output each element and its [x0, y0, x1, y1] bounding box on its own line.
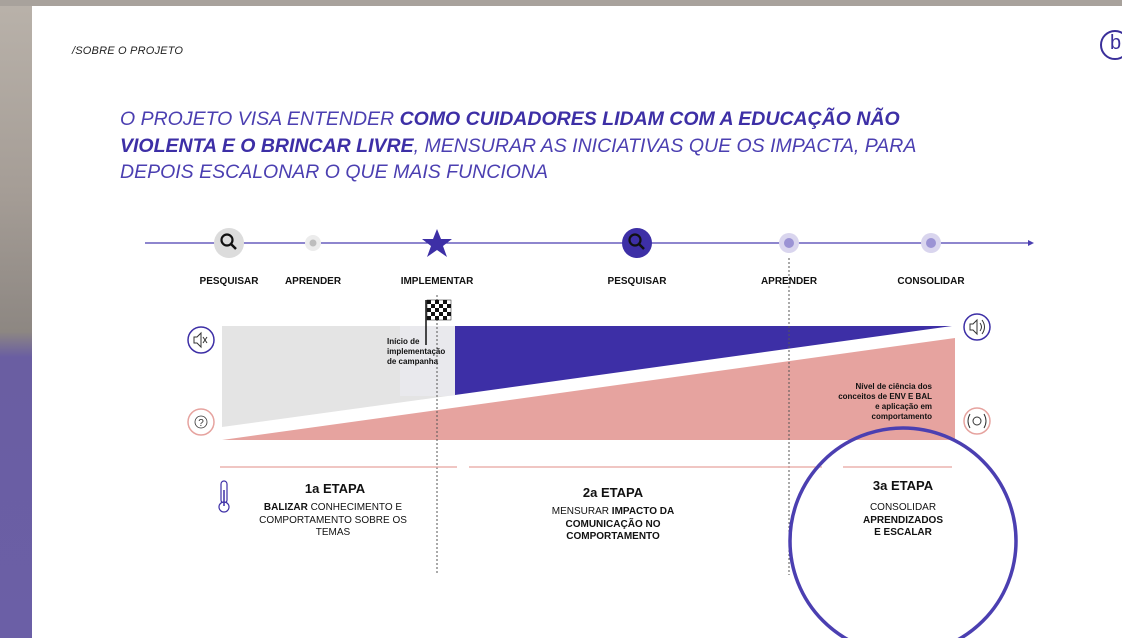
- grey-knowledge-area: [222, 326, 455, 427]
- presentation-slide: [32, 6, 1122, 638]
- step-label-pesquisar-2: PESQUISAR: [607, 276, 667, 287]
- pink-behavior-area: [222, 338, 955, 440]
- hearing-icon: [963, 407, 991, 435]
- background-top: [0, 0, 1122, 6]
- svg-text:?: ?: [198, 418, 204, 429]
- stage-3-description: CONSOLIDAR APRENDIZADOS E ESCALAR: [863, 502, 944, 538]
- search-icon: [214, 228, 244, 258]
- science-level-note: Nível de ciência dos conceitos de ENV E …: [838, 382, 932, 421]
- headline-bold: COMO CUIDADORES LIDAM COM A EDUCAÇÃO NÃO…: [120, 108, 900, 157]
- timeline-arrowhead: [1028, 240, 1034, 246]
- mute-speaker-icon: [187, 326, 215, 354]
- stage-1-title: 1a ETAPA: [304, 481, 366, 496]
- step-label-implementar: IMPLEMENTAR: [400, 276, 474, 287]
- stage-2-title: 2a ETAPA: [582, 485, 644, 500]
- step-label-consolidar: CONSOLIDAR: [897, 276, 965, 287]
- brand-logo-icon: b: [1100, 30, 1122, 60]
- search-icon: [622, 228, 652, 258]
- loud-speaker-icon: [963, 313, 991, 341]
- headline-part-2: , MENSURAR AS INICIATIVAS QUE OS IMPACTA…: [120, 134, 916, 184]
- stage-3-title: 3a ETAPA: [872, 478, 934, 493]
- headline-part-1: O PROJETO VISA ENTENDER: [120, 108, 400, 130]
- checkered-flag-icon: [425, 299, 452, 345]
- thermometer-icon: [218, 480, 230, 513]
- page-headline: O PROJETO VISA ENTENDER COMO CUIDADORES …: [120, 106, 920, 186]
- stage-2-description: MENSURAR IMPACTO DA COMUNICAÇÃO NO COMPO…: [551, 506, 675, 542]
- star-icon: [422, 229, 452, 257]
- step-label-pesquisar: PESQUISAR: [199, 276, 259, 287]
- breadcrumb: /SOBRE O PROJETO: [72, 45, 184, 57]
- campaign-start-note: Início de implementação de campanha: [387, 337, 446, 366]
- highlight-circle: [788, 426, 1018, 638]
- logo-letter: b: [1110, 32, 1122, 54]
- fade-area: [400, 326, 455, 396]
- ear-question-icon: ?: [187, 408, 215, 436]
- step-label-aprender-2: APRENDER: [760, 276, 818, 287]
- purple-communication-area: [455, 326, 952, 395]
- step-label-aprender: APRENDER: [284, 276, 342, 287]
- stage-1-description: BALIZAR CONHECIMENTO E COMPORTAMENTO SOB…: [259, 502, 407, 538]
